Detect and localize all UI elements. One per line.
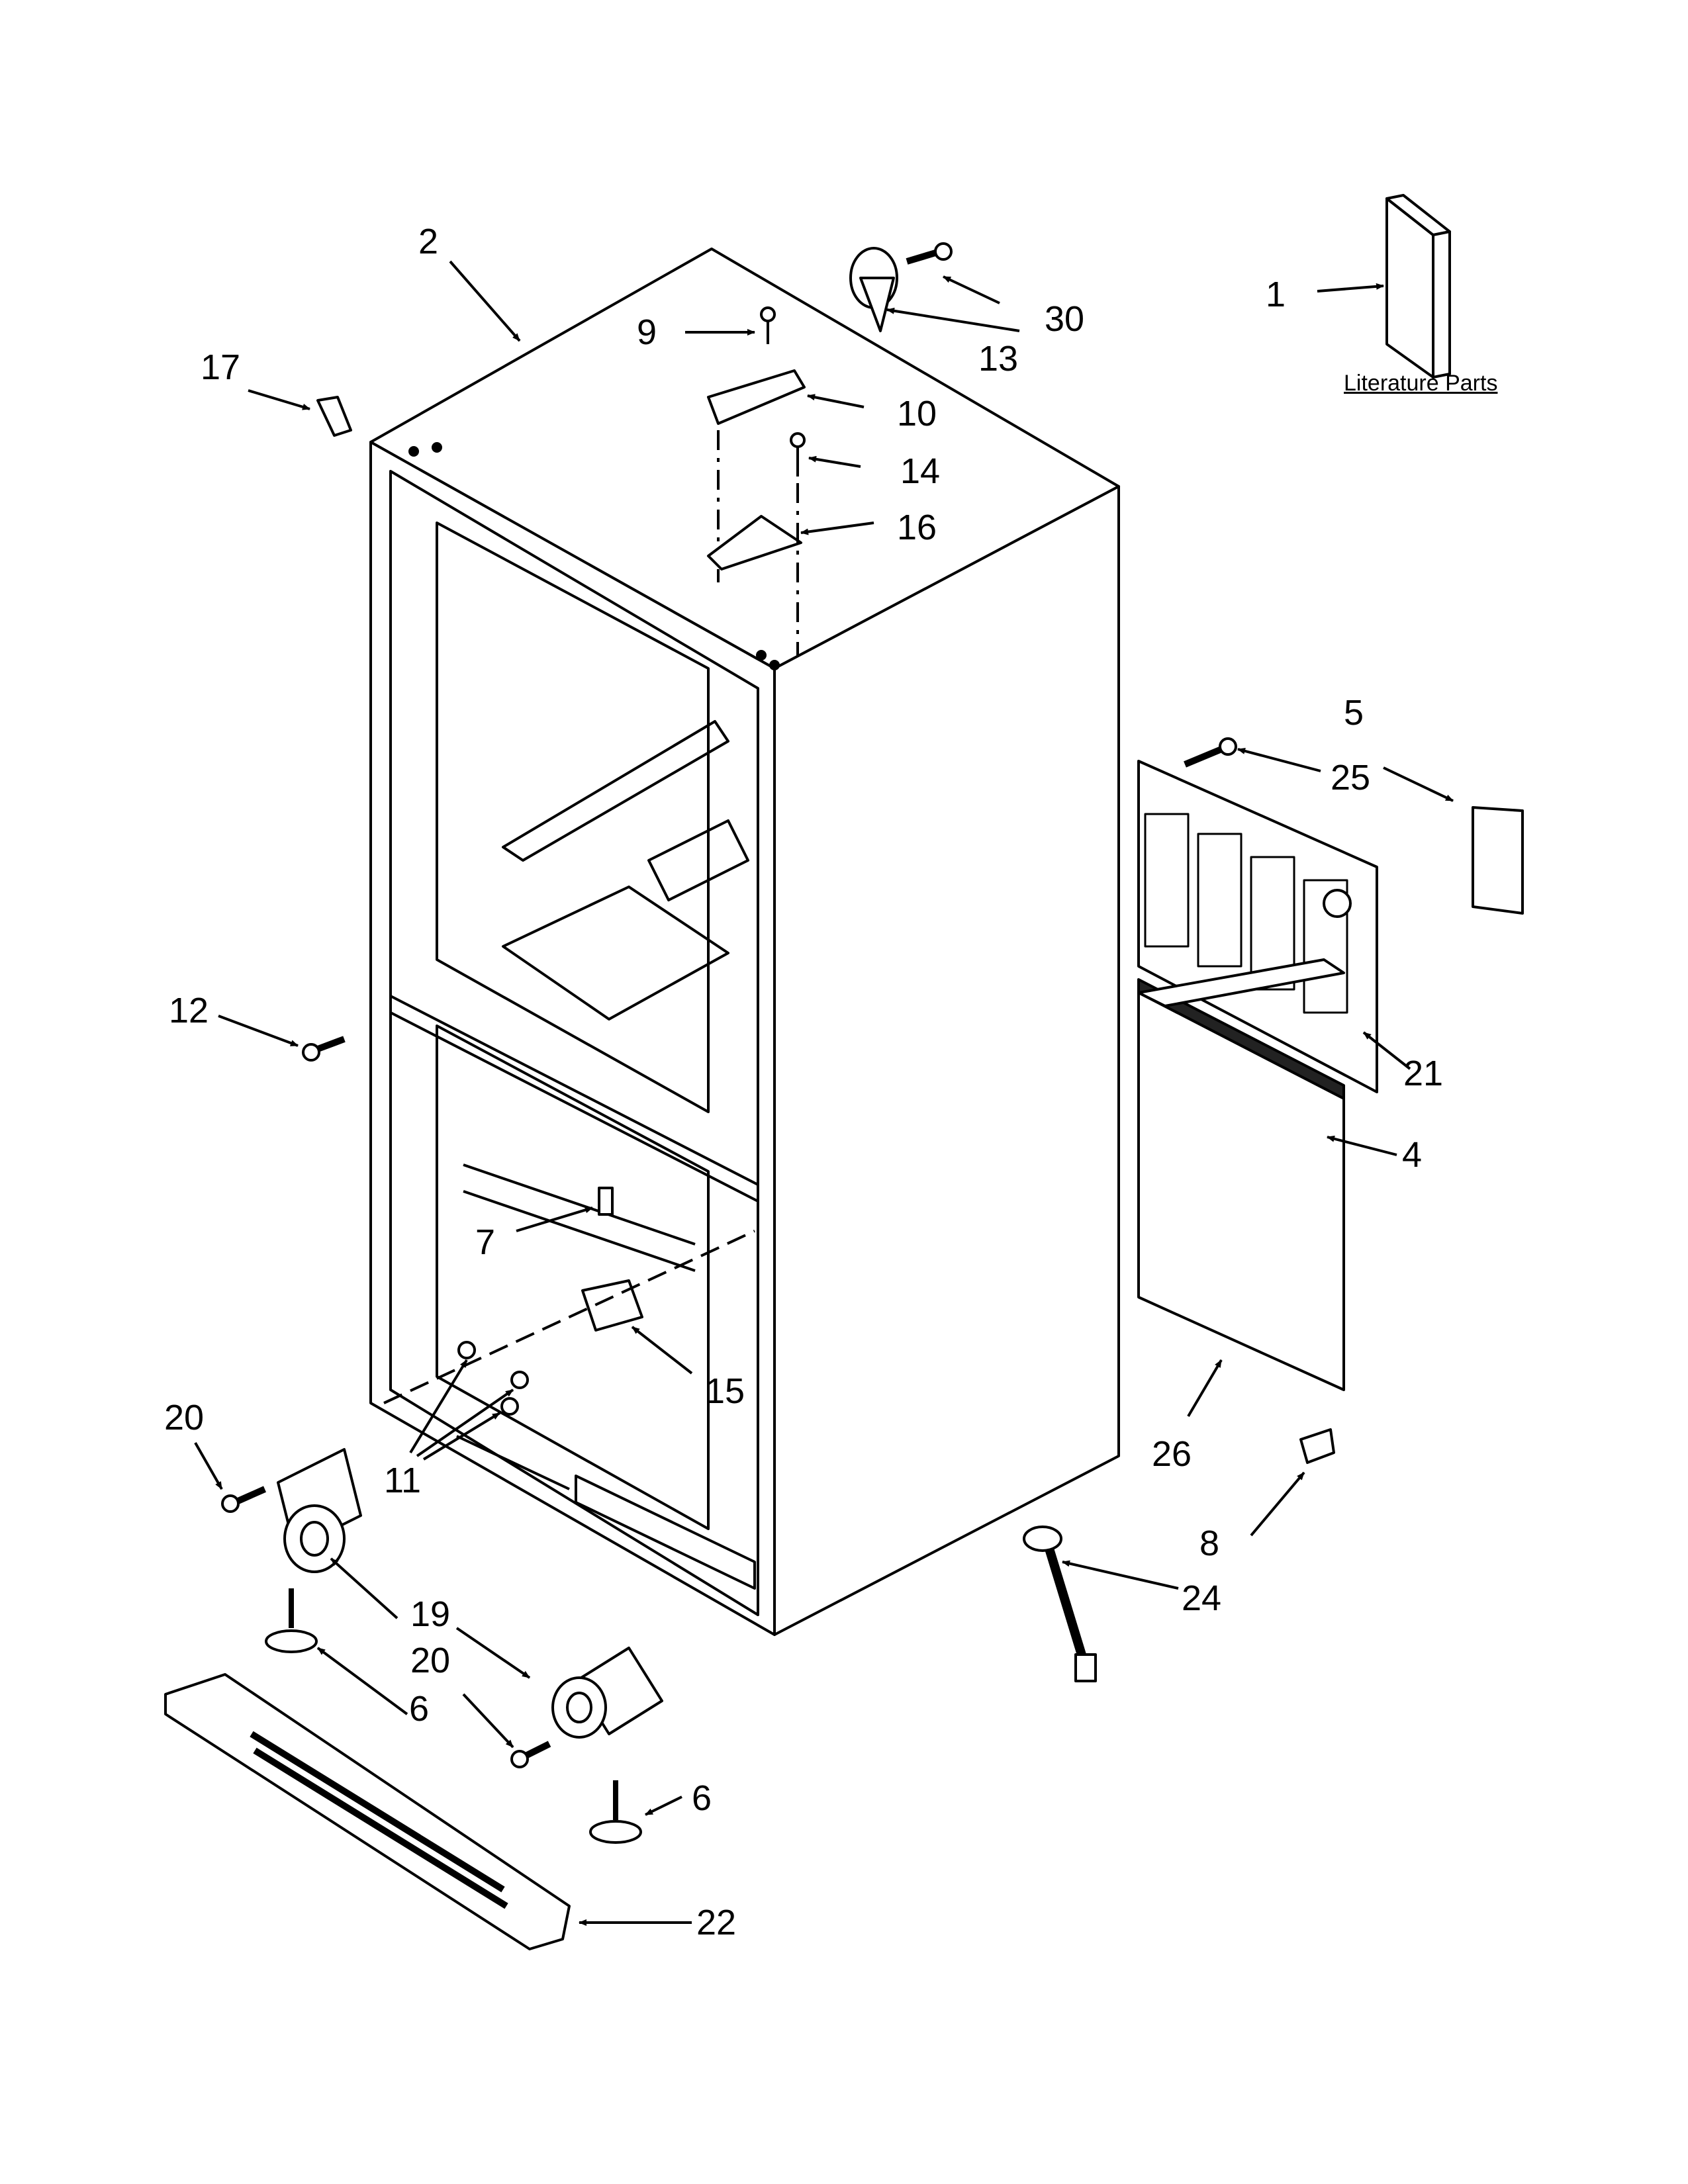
callout-12: 12 (169, 991, 209, 1030)
center-line (383, 1230, 755, 1404)
leader-arrow (800, 522, 874, 535)
callout-19: 19 (410, 1594, 451, 1634)
hinge-cap (707, 369, 806, 425)
leader-arrow (1237, 747, 1321, 772)
leader-arrow (807, 394, 865, 408)
callout-1: 1 (1266, 275, 1286, 314)
leader-arrow (248, 389, 310, 410)
callout-20-left: 20 (164, 1398, 205, 1437)
callout-13: 13 (978, 339, 1019, 379)
leader-arrow (631, 1326, 693, 1375)
callout-11: 11 (384, 1461, 422, 1500)
leader-arrow (886, 307, 1020, 332)
leader-arrow (422, 1412, 501, 1461)
leader-arrow (1062, 1560, 1179, 1590)
leader-arrow (455, 1627, 531, 1679)
screw-30 (906, 242, 953, 265)
callout-6-left: 6 (409, 1689, 430, 1729)
callout-24: 24 (1182, 1578, 1222, 1618)
screw-12 (302, 1036, 346, 1062)
callout-7: 7 (475, 1222, 496, 1262)
bottom-hinge-15 (581, 1279, 643, 1332)
toe-panel-26 (1137, 958, 1345, 1391)
callout-25: 25 (1331, 758, 1371, 797)
roller-assembly-left (277, 1448, 362, 1573)
callout-22: 22 (696, 1903, 737, 1942)
base-grille-22 (164, 1673, 571, 1950)
door-stop-13 (849, 247, 898, 332)
screw-25 (1184, 737, 1237, 768)
leveling-leg-left (265, 1588, 318, 1653)
leveling-leg-right (589, 1780, 642, 1844)
leader-arrow (1187, 1359, 1223, 1418)
callout-20-right: 20 (410, 1641, 451, 1680)
callout-16: 16 (897, 508, 937, 547)
leader-arrow (462, 1693, 514, 1749)
refrigerator-cabinet (369, 248, 1120, 1636)
leader-arrow (1327, 1135, 1397, 1156)
clip-8 (1299, 1428, 1335, 1464)
screw-20-left (221, 1486, 267, 1513)
callout-26: 26 (1152, 1434, 1192, 1474)
leader-arrow (409, 1359, 468, 1454)
literature-parts-label: Literature Parts (1344, 371, 1498, 396)
callout-4: 4 (1402, 1135, 1423, 1175)
callout-21: 21 (1403, 1054, 1444, 1093)
callout-9: 9 (637, 312, 657, 352)
callout-17: 17 (201, 347, 241, 387)
pin-7 (598, 1187, 614, 1216)
leader-arrow (330, 1557, 399, 1619)
leader-arrow (416, 1388, 514, 1457)
roller-assembly-right (551, 1647, 663, 1739)
wrench-24 (1023, 1525, 1097, 1682)
literature-book (1385, 194, 1451, 379)
callout-2: 2 (418, 222, 439, 261)
leader-arrow (943, 275, 1000, 304)
callout-8: 8 (1199, 1524, 1220, 1563)
callout-10: 10 (897, 394, 937, 433)
callout-5: 5 (1344, 693, 1364, 733)
leader-arrow (645, 1796, 682, 1816)
leader-arrow (218, 1015, 299, 1047)
leader-arrow (1383, 766, 1454, 802)
leader-arrow (1362, 1031, 1411, 1070)
top-hinge-bracket (707, 515, 802, 582)
leader-arrow (1250, 1471, 1305, 1537)
callout-14: 14 (900, 451, 941, 491)
hinge-screw-14 (790, 432, 806, 477)
screw-20-right (510, 1741, 551, 1768)
screws-11 (457, 1341, 529, 1416)
callout-30: 30 (1045, 299, 1085, 339)
leader-arrow (449, 260, 521, 342)
leader-arrow (808, 455, 861, 468)
callout-15: 15 (705, 1371, 745, 1411)
hinge-screw-9 (760, 306, 776, 344)
trim-17 (316, 396, 352, 437)
leader-arrow (1317, 283, 1384, 293)
leader-arrow (194, 1442, 223, 1490)
grille-5 (1472, 806, 1524, 915)
leader-arrow (316, 1647, 408, 1715)
callout-6-right: 6 (692, 1778, 712, 1818)
rear-access-panel (1137, 760, 1378, 1093)
leader-arrow (516, 1206, 593, 1232)
